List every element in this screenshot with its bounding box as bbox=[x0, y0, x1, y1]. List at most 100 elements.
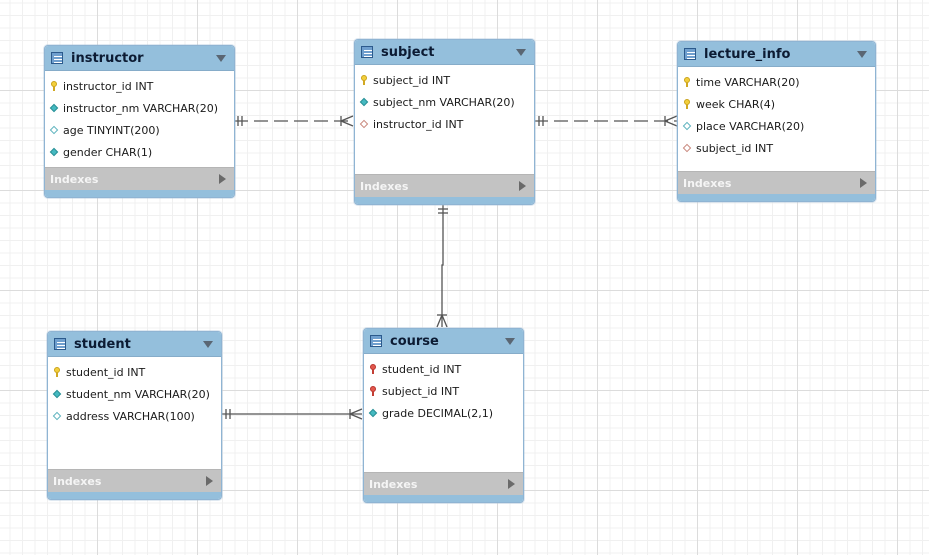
expand-arrow-icon[interactable] bbox=[206, 476, 213, 486]
expand-arrow-icon[interactable] bbox=[219, 174, 226, 184]
column-label: subject_id INT bbox=[373, 73, 451, 87]
column-row[interactable]: instructor_id INT bbox=[45, 75, 234, 97]
column-label: instructor_id INT bbox=[63, 79, 154, 93]
collapse-arrow-icon[interactable] bbox=[505, 338, 515, 345]
column-label: gender CHAR(1) bbox=[63, 145, 153, 159]
table-course[interactable]: course student_id INT subject_id INT gra… bbox=[363, 328, 524, 503]
column-row[interactable]: subject_id INT bbox=[355, 69, 534, 91]
collapse-arrow-icon[interactable] bbox=[203, 341, 213, 348]
table-student[interactable]: student student_id INT student_nm VARCHA… bbox=[47, 331, 222, 500]
not-null-column-icon bbox=[360, 97, 369, 108]
table-footer-bar bbox=[45, 190, 234, 197]
nullable-column-icon bbox=[683, 121, 692, 132]
indexes-section[interactable]: Indexes bbox=[364, 472, 523, 495]
column-label: instructor_id INT bbox=[373, 117, 464, 131]
column-row[interactable]: student_nm VARCHAR(20) bbox=[48, 383, 221, 405]
column-row[interactable]: subject_id INT bbox=[678, 137, 875, 159]
table-footer-bar bbox=[678, 194, 875, 201]
column-row[interactable]: place VARCHAR(20) bbox=[678, 115, 875, 137]
column-label: student_id INT bbox=[66, 365, 146, 379]
column-label: instructor_nm VARCHAR(20) bbox=[63, 101, 219, 115]
table-icon bbox=[370, 335, 382, 347]
expand-arrow-icon[interactable] bbox=[508, 479, 515, 489]
not-null-column-icon bbox=[53, 389, 62, 400]
column-row[interactable]: week CHAR(4) bbox=[678, 93, 875, 115]
column-label: subject_id INT bbox=[382, 384, 460, 398]
not-null-column-icon bbox=[50, 147, 59, 158]
relationship-subject-course[interactable] bbox=[436, 204, 448, 328]
table-icon bbox=[51, 52, 63, 64]
foreign-primary-key-icon bbox=[369, 385, 378, 397]
indexes-label: Indexes bbox=[53, 474, 102, 488]
foreign-key-column-icon bbox=[683, 143, 692, 154]
table-header[interactable]: instructor bbox=[45, 46, 234, 71]
nullable-column-icon bbox=[50, 125, 59, 136]
column-row[interactable]: instructor_id INT bbox=[355, 113, 534, 135]
indexes-section[interactable]: Indexes bbox=[678, 171, 875, 194]
table-title: student bbox=[74, 336, 131, 352]
column-row[interactable]: gender CHAR(1) bbox=[45, 141, 234, 163]
table-title: lecture_info bbox=[704, 46, 791, 62]
column-label: address VARCHAR(100) bbox=[66, 409, 195, 423]
primary-key-icon bbox=[53, 366, 62, 378]
table-header[interactable]: course bbox=[364, 329, 523, 354]
column-row[interactable]: address VARCHAR(100) bbox=[48, 405, 221, 427]
relationship-instructor-subject[interactable] bbox=[234, 115, 354, 127]
indexes-section[interactable]: Indexes bbox=[45, 167, 234, 190]
column-row[interactable]: age TINYINT(200) bbox=[45, 119, 234, 141]
relationship-student-course[interactable] bbox=[221, 408, 363, 420]
indexes-label: Indexes bbox=[360, 179, 409, 193]
table-instructor[interactable]: instructor instructor_id INT instructor_… bbox=[44, 45, 235, 198]
indexes-section[interactable]: Indexes bbox=[48, 469, 221, 492]
table-icon bbox=[361, 46, 373, 58]
indexes-label: Indexes bbox=[683, 176, 732, 190]
column-row[interactable]: time VARCHAR(20) bbox=[678, 71, 875, 93]
table-subject[interactable]: subject subject_id INT subject_nm VARCHA… bbox=[354, 39, 535, 205]
column-label: week CHAR(4) bbox=[696, 97, 776, 111]
table-icon bbox=[54, 338, 66, 350]
expand-arrow-icon[interactable] bbox=[519, 181, 526, 191]
nullable-column-icon bbox=[53, 411, 62, 422]
indexes-label: Indexes bbox=[50, 172, 99, 186]
table-title: subject bbox=[381, 44, 435, 60]
column-row[interactable]: subject_id INT bbox=[364, 380, 523, 402]
table-footer-bar bbox=[48, 492, 221, 499]
column-label: subject_id INT bbox=[696, 141, 774, 155]
table-footer-bar bbox=[364, 495, 523, 502]
column-row[interactable]: grade DECIMAL(2,1) bbox=[364, 402, 523, 424]
foreign-primary-key-icon bbox=[369, 363, 378, 375]
indexes-label: Indexes bbox=[369, 477, 418, 491]
foreign-key-column-icon bbox=[360, 119, 369, 130]
primary-key-icon bbox=[360, 74, 369, 86]
table-header[interactable]: subject bbox=[355, 40, 534, 65]
primary-key-icon bbox=[50, 80, 59, 92]
collapse-arrow-icon[interactable] bbox=[216, 55, 226, 62]
column-row[interactable]: subject_nm VARCHAR(20) bbox=[355, 91, 534, 113]
indexes-section[interactable]: Indexes bbox=[355, 174, 534, 197]
table-footer-bar bbox=[355, 197, 534, 204]
primary-key-icon bbox=[683, 98, 692, 110]
table-header[interactable]: lecture_info bbox=[678, 42, 875, 67]
expand-arrow-icon[interactable] bbox=[860, 178, 867, 188]
column-label: age TINYINT(200) bbox=[63, 123, 160, 137]
table-header[interactable]: student bbox=[48, 332, 221, 357]
table-icon bbox=[684, 48, 696, 60]
relationship-subject-lecture-info[interactable] bbox=[534, 115, 678, 127]
not-null-column-icon bbox=[369, 408, 378, 419]
column-label: place VARCHAR(20) bbox=[696, 119, 805, 133]
table-lecture-info[interactable]: lecture_info time VARCHAR(20) week CHAR(… bbox=[677, 41, 876, 202]
table-title: course bbox=[390, 333, 439, 349]
column-label: grade DECIMAL(2,1) bbox=[382, 406, 494, 420]
not-null-column-icon bbox=[50, 103, 59, 114]
collapse-arrow-icon[interactable] bbox=[516, 49, 526, 56]
table-title: instructor bbox=[71, 50, 144, 66]
column-row[interactable]: instructor_nm VARCHAR(20) bbox=[45, 97, 234, 119]
column-row[interactable]: student_id INT bbox=[48, 361, 221, 383]
column-label: student_id INT bbox=[382, 362, 462, 376]
column-label: time VARCHAR(20) bbox=[696, 75, 800, 89]
column-label: subject_nm VARCHAR(20) bbox=[373, 95, 515, 109]
collapse-arrow-icon[interactable] bbox=[857, 51, 867, 58]
column-label: student_nm VARCHAR(20) bbox=[66, 387, 210, 401]
column-row[interactable]: student_id INT bbox=[364, 358, 523, 380]
